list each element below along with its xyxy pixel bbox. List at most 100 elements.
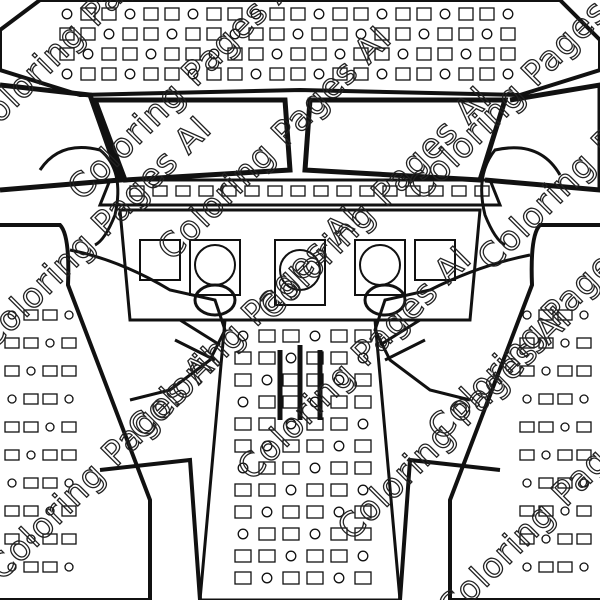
control-knob <box>416 67 432 81</box>
control-knob <box>576 505 592 517</box>
control-knob <box>261 572 273 584</box>
right-side-panel <box>519 309 592 573</box>
control-knob <box>42 365 58 377</box>
control-knob <box>227 67 243 81</box>
control-knob <box>500 47 516 61</box>
control-knob <box>234 571 252 585</box>
center-console <box>198 318 402 600</box>
control-knob <box>59 27 75 41</box>
control-knob <box>557 365 573 377</box>
control-knob <box>185 27 201 41</box>
control-knob <box>261 506 273 518</box>
control-knob <box>227 47 243 61</box>
control-knob <box>522 562 532 572</box>
control-knob <box>460 48 472 60</box>
control-knob <box>538 393 554 405</box>
control-knob <box>267 185 283 197</box>
control-knob <box>519 365 535 377</box>
control-knob <box>579 562 589 572</box>
control-knob <box>269 27 285 41</box>
control-knob <box>290 67 306 81</box>
control-knob <box>187 68 199 80</box>
control-knob <box>64 562 74 572</box>
control-knob <box>519 421 535 433</box>
control-knob <box>234 417 252 431</box>
control-knob <box>519 337 535 349</box>
control-knob <box>309 528 321 540</box>
control-knob <box>45 506 55 516</box>
control-knob <box>576 421 592 433</box>
control-knob <box>4 365 20 377</box>
control-knob <box>359 185 375 197</box>
control-knob <box>333 572 345 584</box>
control-knob <box>313 8 325 20</box>
control-knob <box>576 533 592 545</box>
control-knob <box>311 47 327 61</box>
control-knob <box>334 48 346 60</box>
control-knob <box>538 421 554 433</box>
control-knob <box>382 185 398 197</box>
control-knob <box>576 365 592 377</box>
control-knob <box>42 309 58 321</box>
control-knob <box>541 450 551 460</box>
control-knob <box>428 185 444 197</box>
control-knob <box>250 68 262 80</box>
right-seat <box>398 223 600 600</box>
control-knob <box>416 47 432 61</box>
control-knob <box>80 67 96 81</box>
control-knob <box>234 483 252 497</box>
control-knob <box>354 571 372 585</box>
control-knob <box>557 561 573 573</box>
control-knob <box>198 185 214 197</box>
control-knob <box>271 48 283 60</box>
control-knob <box>4 449 20 461</box>
control-knob <box>353 67 369 81</box>
control-knob <box>519 505 535 517</box>
control-knob <box>64 394 74 404</box>
control-knob <box>376 8 388 20</box>
control-knob <box>353 47 369 61</box>
control-knob <box>458 67 474 81</box>
control-knob <box>185 47 201 61</box>
control-knob <box>26 450 36 460</box>
control-knob <box>458 27 474 41</box>
control-knob <box>395 7 411 21</box>
control-knob <box>143 67 159 81</box>
control-knob <box>23 421 39 433</box>
control-knob <box>560 338 570 348</box>
control-knob <box>7 310 17 320</box>
control-knob <box>258 329 276 343</box>
control-knob <box>4 421 20 433</box>
control-knob <box>7 562 17 572</box>
control-knob <box>64 310 74 320</box>
control-knob <box>23 309 39 321</box>
control-knob <box>42 477 58 489</box>
control-knob <box>145 48 157 60</box>
control-knob <box>187 8 199 20</box>
control-knob <box>354 461 372 475</box>
control-knob <box>248 47 264 61</box>
control-knob <box>538 477 554 489</box>
control-knob <box>237 396 249 408</box>
control-knob <box>175 185 191 197</box>
control-knob <box>82 48 94 60</box>
control-knob <box>61 8 73 20</box>
windshield <box>0 82 600 193</box>
control-knob <box>405 185 421 197</box>
control-knob <box>227 7 243 21</box>
control-knob <box>122 27 138 41</box>
control-knob <box>538 505 554 517</box>
control-knob <box>42 449 58 461</box>
control-knob <box>124 8 136 20</box>
left-pilot <box>38 146 237 402</box>
control-knob <box>306 417 324 431</box>
control-knob <box>557 477 573 489</box>
control-knob <box>330 549 348 563</box>
control-knob <box>258 417 276 431</box>
control-knob <box>500 27 516 41</box>
control-knob <box>166 28 178 40</box>
control-knob <box>306 351 324 365</box>
control-knob <box>23 561 39 573</box>
control-knob <box>152 185 168 197</box>
